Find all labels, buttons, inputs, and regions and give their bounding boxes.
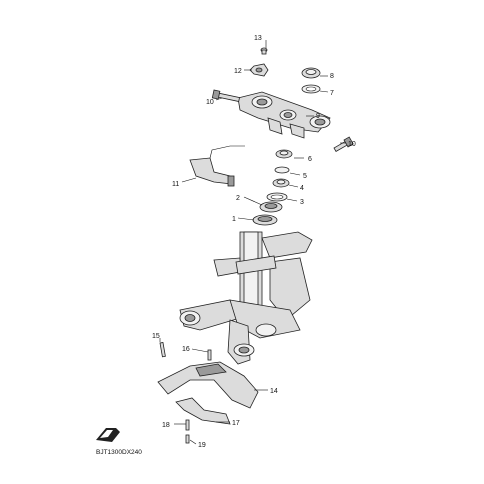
diagram-code: BJT1300DX240 (96, 449, 142, 456)
callout-4: 4 (300, 185, 304, 192)
dust-cover[interactable] (266, 192, 288, 202)
bolt-16[interactable] (207, 349, 212, 361)
callout-18: 18 (162, 422, 170, 429)
callout-10a: 10 (206, 99, 214, 106)
steering-stem-lower-bracket[interactable] (179, 231, 313, 365)
callout-7: 7 (330, 90, 334, 97)
bolt-15[interactable] (159, 342, 166, 358)
callout-17: 17 (232, 420, 240, 427)
upper-bracket[interactable] (237, 91, 331, 139)
bearing-upper[interactable] (259, 201, 283, 213)
wire-bracket[interactable] (189, 145, 245, 187)
callout-13: 13 (254, 35, 262, 42)
stay-bracket[interactable] (175, 397, 231, 425)
callout-6: 6 (308, 156, 312, 163)
callout-1: 1 (232, 216, 236, 223)
callout-3: 3 (300, 199, 304, 206)
callout-12: 12 (234, 68, 242, 75)
callout-19: 19 (198, 442, 206, 449)
callout-15: 15 (152, 333, 160, 340)
pinch-bolt-right[interactable] (333, 136, 354, 153)
washer-part[interactable] (301, 84, 321, 94)
callout-10b: 10 (348, 141, 356, 148)
callout-14: 14 (270, 388, 278, 395)
callout-5: 5 (303, 173, 307, 180)
callout-16: 16 (182, 346, 190, 353)
callout-labels: 1 2 3 4 5 6 7 8 9 10 10 11 12 13 14 15 1… (152, 35, 356, 449)
leader-lines (159, 40, 346, 445)
front-direction-arrow-icon (96, 428, 120, 442)
bolt-18[interactable] (185, 419, 190, 431)
callout-9: 9 (316, 113, 320, 120)
ring-nut-lower[interactable] (275, 149, 293, 159)
callout-8: 8 (330, 73, 334, 80)
lock-washer[interactable] (274, 166, 290, 174)
callout-2: 2 (236, 195, 240, 202)
ring-nut-upper[interactable] (301, 67, 321, 79)
lower-cover[interactable] (157, 361, 259, 409)
callout-11: 11 (172, 181, 179, 188)
bearing-lower[interactable] (252, 214, 278, 226)
nut-part[interactable] (249, 63, 269, 77)
cap-part[interactable] (260, 47, 268, 55)
pinch-bolt-left[interactable] (211, 89, 240, 102)
bolt-19[interactable] (185, 434, 190, 444)
ring-nut-adjusting[interactable] (272, 178, 290, 188)
